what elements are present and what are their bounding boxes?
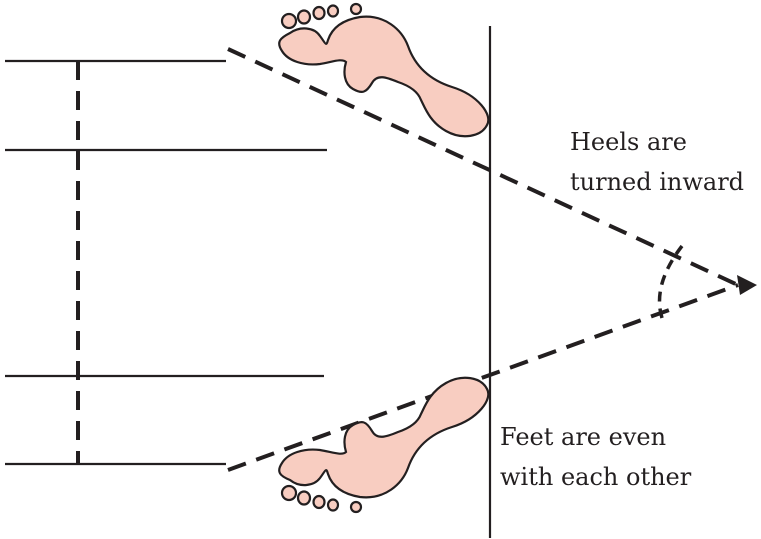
convergence-arrowhead bbox=[737, 275, 757, 295]
bottom-foot-icon bbox=[279, 378, 488, 512]
feet-label-line-2: with each other bbox=[500, 463, 692, 491]
top-foot-icon bbox=[279, 4, 488, 136]
heels-label-line-1: Heels are bbox=[570, 128, 687, 156]
feet-label-line-1: Feet are even bbox=[500, 423, 666, 451]
upper-convergence-line bbox=[228, 49, 738, 285]
heels-label-line-2: turned inward bbox=[570, 168, 744, 196]
